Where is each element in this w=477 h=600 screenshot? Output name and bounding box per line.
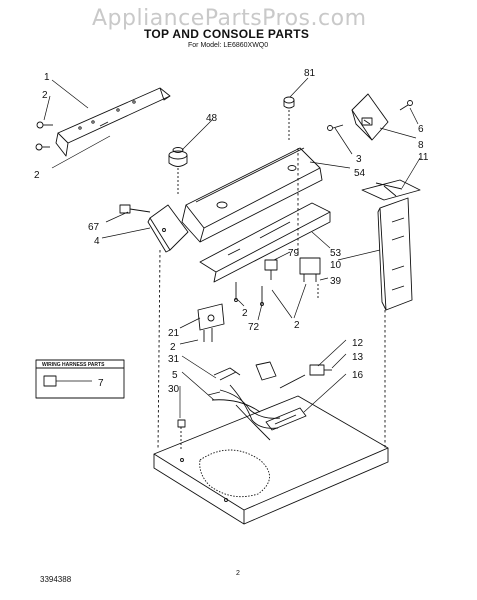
callout-2: 2 <box>42 90 48 101</box>
callout-81: 81 <box>304 68 316 79</box>
callout-31: 31 <box>168 354 180 365</box>
knob-small-part <box>283 96 295 140</box>
watermark: AppliancePartsPros.com <box>92 6 367 31</box>
callout-11: 11 <box>418 152 429 163</box>
screw-icon <box>35 121 53 151</box>
top-panel-part <box>153 395 389 525</box>
rear-bracket-part <box>55 87 171 157</box>
screw-mid-icon <box>234 282 264 306</box>
console-panel-part <box>181 147 323 243</box>
callout-1: 1 <box>44 72 50 83</box>
legend-title: WIRING HARNESS PARTS <box>42 362 105 368</box>
bracket-part <box>265 407 307 431</box>
callout-48: 48 <box>206 113 218 124</box>
callout-5: 5 <box>172 370 178 381</box>
legend-callout-7: 7 <box>98 378 104 389</box>
guide-lines <box>157 148 386 451</box>
callout-leaders <box>43 77 421 418</box>
model-subtitle: For Model: LE6860XWQ0 <box>188 42 269 49</box>
callout-79: 79 <box>288 248 300 259</box>
callout-2: 2 <box>242 308 248 319</box>
timer-part <box>299 257 321 298</box>
callout-10: 10 <box>330 260 342 271</box>
knob-part <box>168 147 188 195</box>
callout-30: 30 <box>168 384 180 395</box>
callout-2: 2 <box>34 170 40 181</box>
callout-13: 13 <box>352 352 364 363</box>
callout-39: 39 <box>330 276 342 287</box>
callout-53: 53 <box>330 248 342 259</box>
end-cap-right-part <box>351 93 389 141</box>
callout-4: 4 <box>94 236 100 247</box>
callout-21: 21 <box>168 328 180 339</box>
callout-72: 72 <box>248 322 260 333</box>
callout-6: 6 <box>418 124 424 135</box>
page-number: 2 <box>236 570 240 577</box>
connector-part <box>279 364 332 389</box>
callout-67: 67 <box>88 222 100 233</box>
clip-part <box>119 204 151 214</box>
switch-part <box>264 259 278 280</box>
legend-box <box>35 359 125 399</box>
callout-8: 8 <box>418 140 424 151</box>
callout-16: 16 <box>352 370 364 381</box>
motor-part <box>197 303 225 342</box>
document-number: 3394388 <box>40 575 72 584</box>
clip-small-part <box>177 419 186 450</box>
console-back-part <box>199 202 331 283</box>
wiring-harness-part <box>207 361 281 441</box>
callout-54: 54 <box>354 168 366 179</box>
screw-right-icon <box>327 100 413 131</box>
callout-2: 2 <box>294 320 300 331</box>
end-cap-left-part <box>147 204 189 253</box>
side-panel-part <box>361 179 421 311</box>
callout-2: 2 <box>170 342 176 353</box>
callout-12: 12 <box>352 338 364 349</box>
callout-3: 3 <box>356 154 362 165</box>
page-title: TOP AND CONSOLE PARTS <box>144 27 310 41</box>
